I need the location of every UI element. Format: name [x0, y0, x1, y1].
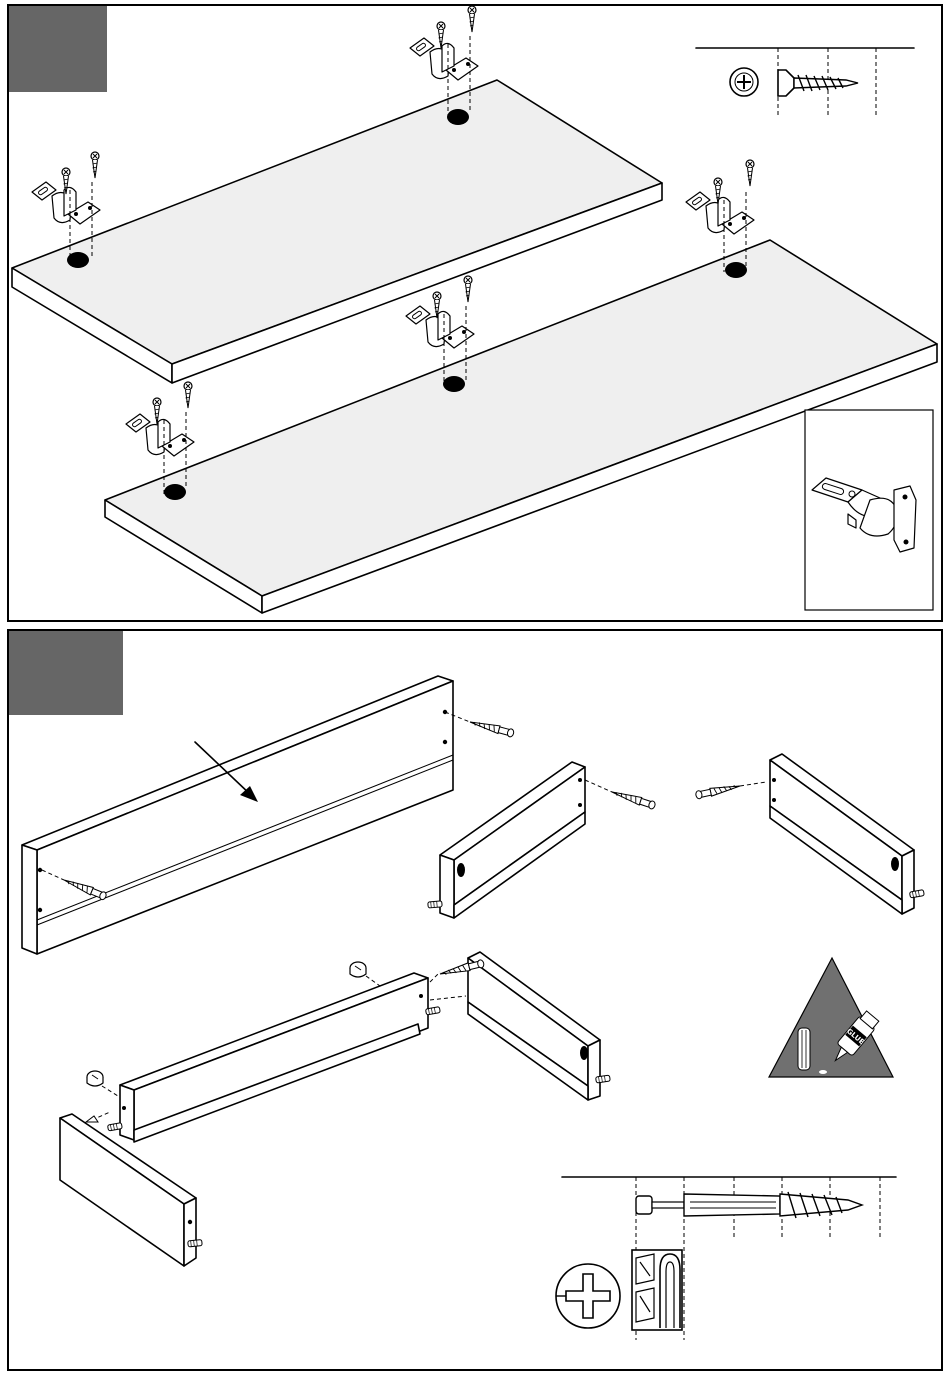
step-2-badge [9, 631, 123, 715]
hinge-detail-inset [805, 410, 933, 610]
cam-lock-housing-icon [632, 1250, 682, 1330]
step-2-panel: GLUE [8, 630, 942, 1370]
hinge-cup-hole [447, 109, 469, 125]
hinge-cup-hole [164, 484, 186, 500]
phillips-screwdriver-icon [556, 1264, 620, 1328]
hinge-cup-hole [443, 376, 465, 392]
step-1-panel [8, 5, 942, 621]
step-1-badge [9, 6, 107, 92]
phillips-screwdriver-icon [730, 68, 758, 96]
hinge-cup-hole [725, 262, 747, 278]
